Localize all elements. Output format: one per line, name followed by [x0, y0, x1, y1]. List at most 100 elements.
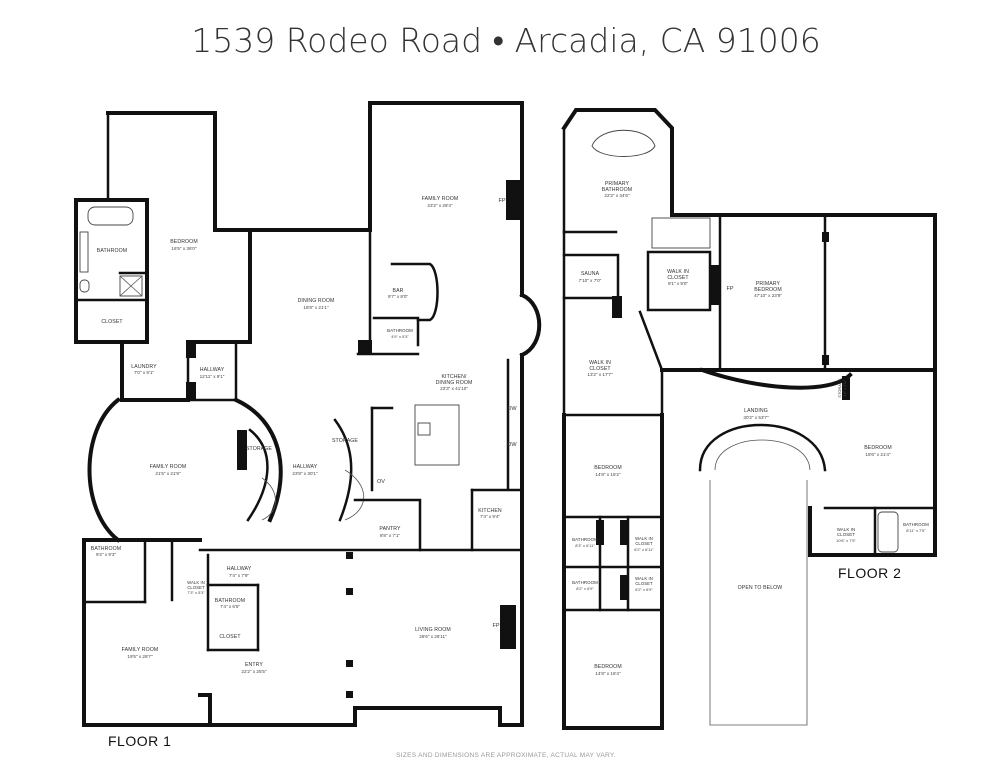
room-dim-storage: 4'2" x 4'11"	[843, 379, 847, 397]
room-label-hallway-top: HALLWAY	[200, 367, 225, 373]
room-dim-family-room-low: 19'5" x 28'7"	[127, 654, 153, 659]
floor-1-label: FLOOR 1	[108, 733, 171, 749]
room-label-primary-bedroom: PRIMARY	[756, 281, 781, 287]
fireplace-tag-primary-bedroom: FP	[726, 286, 733, 292]
room-dim-walk-in-closet-d: 6'2" x 6'9"	[635, 587, 653, 592]
room-label-bedroom-right: BEDROOM	[864, 445, 892, 451]
fireplace-tag-family-room: FP	[498, 198, 505, 204]
room-label-bathroom-c: BATHROOM	[903, 522, 929, 527]
room-label-living-room: LIVING ROOM	[415, 627, 451, 633]
room-label-storage-left: STORAGE	[246, 446, 272, 452]
room-label-walk-in-closet-2: CLOSET	[187, 585, 205, 590]
room-dim-pantry: 8'8" x 7'1"	[380, 533, 400, 538]
room-label-hallway-low: HALLWAY	[227, 566, 252, 572]
room-label-bathroom-b: BATHROOM	[572, 580, 598, 585]
room-dim-dining-room: 18'8" x 21'1"	[303, 305, 329, 310]
dishwasher-tag-1: DW	[507, 406, 517, 412]
room-dim-laundry: 7'0" x 9'1"	[134, 370, 154, 375]
room-dim-bathroom-c: 8'11" x 7'5"	[906, 528, 926, 533]
room-label-storage: STORAGE	[838, 378, 842, 398]
room-label-walk-in-closet-e-2: CLOSET	[837, 532, 855, 537]
room-label-walk-in-closet-b-2: CLOSET	[589, 366, 611, 372]
room-label-pantry: PANTRY	[379, 526, 401, 532]
dishwasher-tag-2: DW	[507, 442, 517, 448]
room-label-entry: ENTRY	[245, 662, 263, 668]
room-label-bedroom-a: BEDROOM	[594, 465, 622, 471]
room-label-family-room-top: FAMILY ROOM	[422, 196, 459, 202]
oven-tag: OV	[377, 479, 385, 485]
room-dim-walk-in-closet-c: 6'2" x 6'11"	[634, 547, 654, 552]
floor-2-plan	[561, 108, 937, 730]
room-dim-hallway-low: 7'4" x 7'9"	[229, 573, 249, 578]
room-dim-walk-in-closet-e: 10'6" x 7'5"	[836, 538, 856, 543]
room-dim-hallway-top: 12'11" x 9'1"	[200, 374, 225, 379]
room-label-closet-left: CLOSET	[101, 319, 123, 325]
room-dim-primary-bedroom: 47'10" x 23'9"	[754, 293, 782, 298]
room-dim-bar: 9'7" x 8'0"	[388, 294, 408, 299]
room-dim-bathroom-bar: 4'9" x 5'3"	[391, 334, 409, 339]
room-label-walk-in-closet-a-2: CLOSET	[667, 275, 689, 281]
room-dim-sauna: 7'10" x 7'0"	[579, 278, 602, 283]
footer-disclaimer: SIZES AND DIMENSIONS ARE APPROXIMATE, AC…	[396, 752, 616, 759]
room-dim-walk-in-closet-a: 9'1" x 9'0"	[668, 281, 688, 286]
room-dim-bedroom-a: 14'8" x 16'2"	[595, 472, 621, 477]
room-dim-living-room: 26'6" x 26'11"	[419, 634, 447, 639]
room-label-dining-room: DINING ROOM	[298, 298, 335, 304]
room-dim-kitchen: 7'4" x 9'4"	[480, 514, 500, 519]
room-label-kitchen-dining-2: DINING ROOM	[436, 380, 473, 386]
room-label-walk-in-closet-b: WALK IN	[589, 360, 611, 366]
room-label-bathroom-bar: BATHROOM	[387, 328, 413, 333]
room-label-walk-in-closet-d-2: CLOSET	[635, 581, 653, 586]
room-dim-bathroom-a: 8'3" x 6'11"	[575, 543, 595, 548]
room-label-storage-right: STORAGE	[332, 438, 358, 444]
room-label-kitchen: KITCHEN	[478, 508, 502, 514]
room-label-open-to-below: OPEN TO BELOW	[738, 585, 783, 591]
room-label-family-room-mid: FAMILY ROOM	[150, 464, 187, 470]
room-dim-entry: 22'2" x 25'5"	[241, 669, 267, 674]
floor-2-room-labels: PRIMARY BATHROOM 22'2" x 34'6" PRIMARY B…	[572, 181, 929, 676]
room-label-closet-low: CLOSET	[219, 634, 241, 640]
room-dim-bedroom-b: 14'8" x 18'4"	[595, 671, 621, 676]
room-label-walk-in-closet-a: WALK IN	[667, 269, 689, 275]
page-title: 1539 Rodeo Road • Arcadia, CA 91006	[191, 21, 821, 60]
floor-1-plan	[74, 101, 542, 727]
room-dim-bathroom-low: 7'4" x 6'5"	[220, 604, 240, 609]
room-dim-walk-in-closet-b: 13'2" x 17'7"	[587, 372, 613, 377]
room-dim-primary-bathroom: 22'2" x 34'6"	[604, 193, 630, 198]
room-label-walk-in-closet-d: WALK IN	[635, 576, 653, 581]
room-label-walk-in-closet-c-2: CLOSET	[635, 541, 653, 546]
room-dim-bathroom-small: 9'2" x 9'3"	[96, 552, 116, 557]
room-label-bathroom-low: BATHROOM	[215, 598, 245, 604]
room-dim-hallway-mid: 23'8" x 30'1"	[292, 471, 318, 476]
room-label-walk-in-closet-c: WALK IN	[635, 536, 653, 541]
room-label-laundry: LAUNDRY	[131, 364, 157, 370]
room-label-primary-bathroom: PRIMARY	[605, 181, 630, 187]
room-label-walk-in-closet-e: WALK IN	[837, 527, 856, 532]
room-dim-bathroom-b: 8'2" x 6'9"	[576, 586, 594, 591]
room-dim-bedroom: 16'5" x 36'0"	[171, 246, 197, 251]
room-label-primary-bedroom-2: BEDROOM	[754, 287, 782, 293]
room-label-bedroom-b: BEDROOM	[594, 664, 622, 670]
room-label-bathroom-left: BATHROOM	[97, 248, 127, 254]
room-label-family-room-low: FAMILY ROOM	[122, 647, 159, 653]
room-label-sauna: SAUNA	[581, 271, 600, 277]
room-label-walk-in-closet: WALK IN	[187, 580, 205, 585]
room-label-primary-bathroom-2: BATHROOM	[602, 187, 632, 193]
room-dim-family-room-mid: 21'5" x 21'9"	[155, 471, 181, 476]
room-dim-bedroom-right: 18'6" x 21'4"	[865, 452, 891, 457]
room-label-hallway-mid: HALLWAY	[293, 464, 318, 470]
room-label-landing: LANDING	[744, 408, 768, 414]
room-label-bathroom-small: BATHROOM	[91, 546, 121, 552]
room-label-bedroom: BEDROOM	[170, 239, 198, 245]
room-dim-landing: 30'2" x 53'7"	[743, 415, 769, 420]
room-dim-family-room-top: 23'2" x 28'4"	[427, 203, 453, 208]
floor-1-room-labels: BATHROOM BEDROOM 16'5" x 36'0" CLOSET FA…	[91, 196, 518, 749]
fireplace-tag-living-room: FP	[492, 623, 499, 629]
room-label-bathroom-a: BATHROOM	[572, 537, 598, 542]
room-dim-walk-in-closet: 7'3" x 5'3"	[187, 590, 205, 595]
floor-2-label: FLOOR 2	[838, 565, 901, 581]
room-dim-kitchen-dining: 23'3" x 41'10"	[440, 386, 468, 391]
room-label-kitchen-dining: KITCHEN/	[441, 374, 466, 380]
room-label-bar: BAR	[393, 288, 404, 294]
